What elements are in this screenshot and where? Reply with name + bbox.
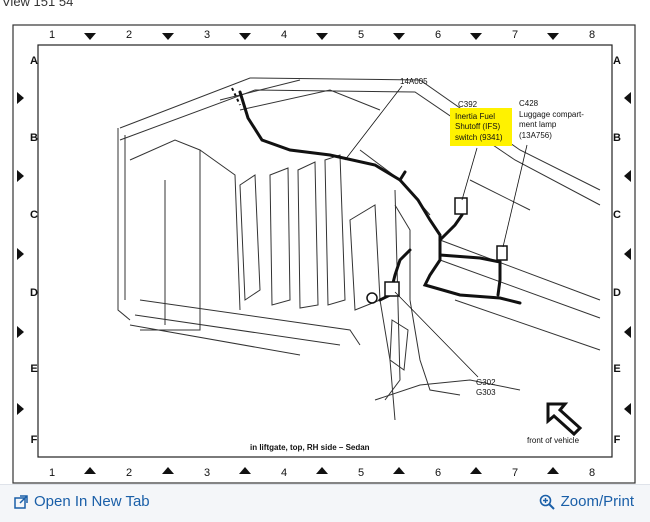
row-label-left-e: E <box>30 363 37 375</box>
zoom-print-label: Zoom/Print <box>560 493 634 510</box>
open-in-new-tab-icon <box>14 494 28 509</box>
ifs-highlight <box>450 108 512 146</box>
front-of-vehicle-label: front of vehicle <box>527 436 580 445</box>
c392-connector <box>454 197 468 215</box>
row-label-left-f: F <box>31 434 38 446</box>
c428-connector <box>496 245 508 261</box>
ifs-label-line3: switch (9341) <box>455 133 503 142</box>
viewer-footer: Open In New Tab Zoom/Print <box>0 484 650 522</box>
col-label-top-2: 2 <box>126 29 132 41</box>
row-label-left-b: B <box>30 132 38 144</box>
col-label-bottom-6: 6 <box>435 467 441 479</box>
ifs-label-line2: Shutoff (IFS) <box>455 122 501 131</box>
open-in-new-tab-link[interactable]: Open In New Tab <box>14 493 150 510</box>
row-label-right-c: C <box>613 209 621 221</box>
row-label-left-d: D <box>30 287 38 299</box>
lamp-label-line1: Luggage compart- <box>519 110 584 119</box>
col-label-bottom-5: 5 <box>358 467 364 479</box>
view-title: View 151 54 <box>2 0 74 9</box>
zoom-print-link[interactable]: Zoom/Print <box>539 493 634 510</box>
c392-label: C392 <box>458 100 478 109</box>
col-label-bottom-8: 8 <box>589 467 595 479</box>
open-in-new-tab-label: Open In New Tab <box>34 493 150 510</box>
leader-lines <box>344 85 528 378</box>
col-label-bottom-7: 7 <box>512 467 518 479</box>
lamp-label-line3: (13A756) <box>519 131 552 140</box>
diagram-border <box>12 24 636 484</box>
col-label-top-1: 1 <box>49 29 55 41</box>
wiring-harness <box>238 90 522 305</box>
diagram-caption: in liftgate, top, RH side – Sedan <box>250 443 370 452</box>
row-label-right-b: B <box>613 132 621 144</box>
col-label-top-6: 6 <box>435 29 441 41</box>
g302-label: G302 <box>476 378 496 387</box>
col-label-bottom-2: 2 <box>126 467 132 479</box>
col-label-bottom-4: 4 <box>281 467 287 479</box>
g303-label: G303 <box>476 388 496 397</box>
row-label-left-a: A <box>30 55 38 67</box>
col-label-top-3: 3 <box>204 29 210 41</box>
col-label-top-7: 7 <box>512 29 518 41</box>
harness-label: 14A005 <box>400 77 428 86</box>
ground-bolt <box>366 292 378 304</box>
row-label-right-e: E <box>613 363 620 375</box>
row-label-right-a: A <box>613 55 621 67</box>
border-markers <box>17 33 631 474</box>
col-label-bottom-3: 3 <box>204 467 210 479</box>
col-label-top-4: 4 <box>281 29 287 41</box>
col-label-bottom-1: 1 <box>49 467 55 479</box>
col-label-top-8: 8 <box>589 29 595 41</box>
zoom-icon <box>539 494 555 510</box>
row-label-right-f: F <box>614 434 621 446</box>
front-arrow-icon <box>546 402 583 437</box>
c428-label: C428 <box>519 99 539 108</box>
ifs-label-line1: Inertia Fuel <box>455 112 495 121</box>
row-label-right-d: D <box>613 287 621 299</box>
lamp-label-line2: ment lamp <box>519 120 557 129</box>
col-label-top-5: 5 <box>358 29 364 41</box>
row-label-left-c: C <box>30 209 38 221</box>
diagram-inner-border <box>37 44 613 458</box>
